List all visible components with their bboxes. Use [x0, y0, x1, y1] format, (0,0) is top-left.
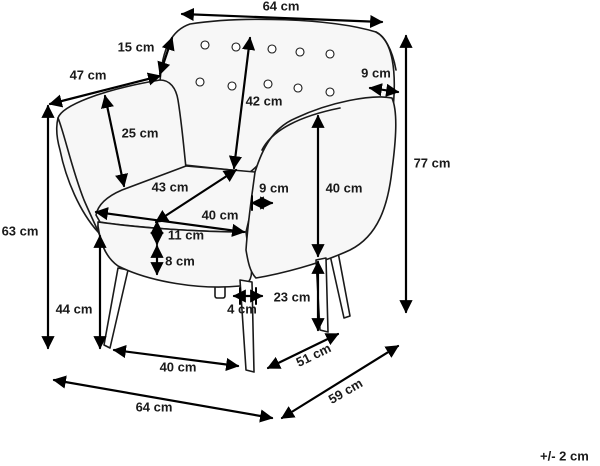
tuft-button [295, 47, 305, 57]
tuft-button [267, 44, 277, 54]
label-seat-diagonal: 43 cm [152, 179, 189, 194]
back-right-leg [329, 251, 351, 319]
label-total-depth: 59 cm [326, 375, 365, 406]
tolerance-note: +/- 2 cm [540, 448, 589, 463]
arrow-leg-span [112, 344, 240, 372]
arrow-back-width [180, 7, 384, 29]
label-seat-cushion: 11 cm [168, 227, 204, 242]
label-leg-height: 23 cm [274, 289, 311, 304]
backrest-side-edge [375, 31, 397, 71]
tuft-button [325, 87, 335, 97]
front-left-leg [239, 279, 255, 373]
tuft-button [227, 81, 237, 91]
right-arm-inner-edge [261, 107, 341, 151]
label-leg-width: 4 cm [227, 301, 257, 316]
tuft-button [293, 83, 303, 93]
arrow-seat-width [94, 207, 246, 237]
label-arm-total-height: 63 cm [2, 223, 39, 238]
label-seat-height: 44 cm [56, 301, 93, 316]
label-arm-gap: 9 cm [259, 180, 289, 195]
label-back-top-depth: 15 cm [118, 39, 155, 54]
armchair-drawing [55, 18, 397, 373]
label-arm-height: 40 cm [326, 180, 363, 195]
tuft-button [325, 49, 335, 59]
label-seat-width: 40 cm [202, 207, 239, 222]
label-total-width: 64 cm [136, 399, 173, 414]
arrow-backrest-height [228, 36, 256, 170]
label-arm-width: 47 cm [70, 67, 107, 82]
arrow-arm-width [48, 72, 162, 108]
tuft-button [263, 79, 273, 89]
dimension-arrows [41, 7, 413, 423]
tuft-button [200, 40, 210, 50]
label-arm-height-inner: 25 cm [122, 125, 159, 140]
back-left-leg [103, 267, 129, 349]
label-leg-span: 40 cm [160, 359, 197, 374]
tuft-button [231, 42, 241, 52]
arrow-arm-thickness [368, 83, 400, 97]
label-backrest-height: 42 cm [246, 93, 283, 108]
label-total-height: 77 cm [414, 155, 451, 170]
arrow-total-width [52, 375, 274, 423]
label-seat-base: 8 cm [165, 253, 195, 268]
arrow-back-top-depth [157, 36, 175, 76]
arrow-total-depth [280, 344, 400, 420]
arrow-arm-height-inner [100, 94, 129, 188]
tuft-button [195, 77, 205, 87]
label-back-width: 64 cm [263, 0, 300, 13]
label-arm-thickness: 9 cm [361, 65, 391, 80]
